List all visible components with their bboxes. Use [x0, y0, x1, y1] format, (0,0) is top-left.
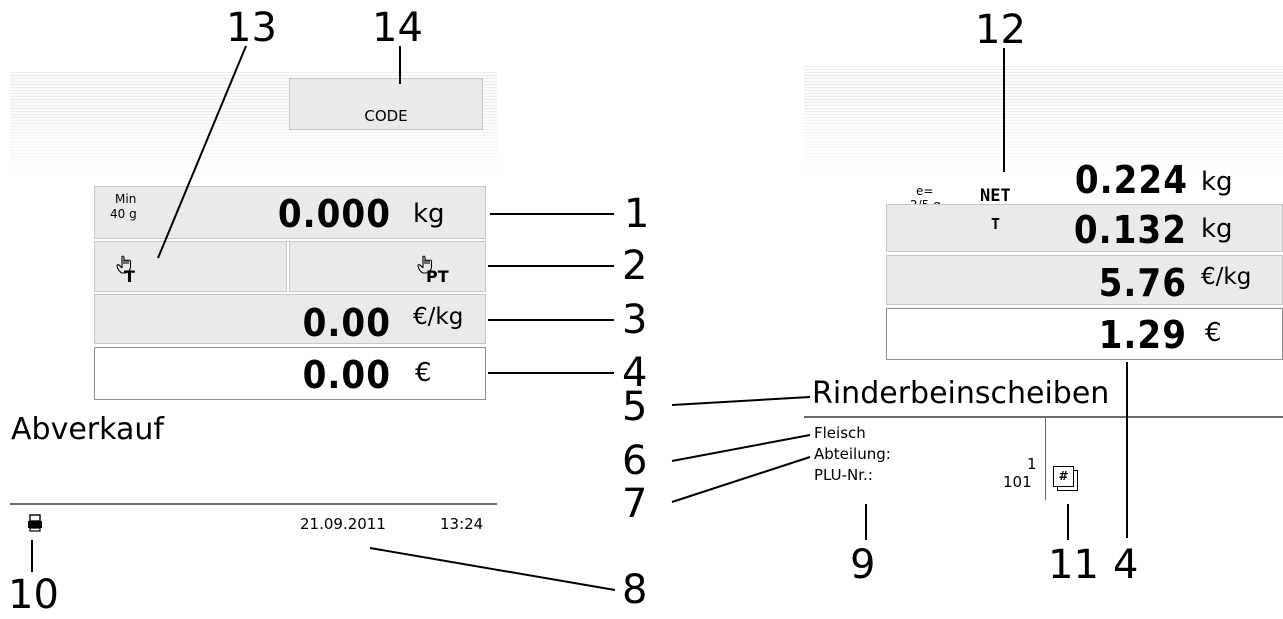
code-button-label: CODE: [364, 107, 408, 125]
preset-tare-key[interactable]: PT: [289, 241, 486, 292]
hash-key-button[interactable]: #: [1053, 466, 1078, 491]
price-unit: €: [415, 358, 432, 388]
tare-weight-display: T 0.132 kg: [886, 204, 1283, 252]
article-vertical-divider: [1045, 418, 1046, 500]
weight-value: 0.000: [277, 192, 391, 236]
tare-weight-unit: kg: [1201, 214, 1233, 244]
tare-key[interactable]: T: [94, 241, 287, 292]
unit-price-unit: €/kg: [413, 304, 464, 330]
price-display: 0.00 €: [94, 347, 486, 400]
unit-price-display: 0.00 €/kg: [94, 294, 486, 344]
callout-2: 2: [622, 243, 648, 289]
price-value-right: 1.29: [1098, 313, 1187, 357]
department-value: 1: [1027, 455, 1037, 473]
price-value: 0.00: [302, 353, 391, 397]
article-divider: [804, 416, 1283, 418]
status-bar-divider: [10, 503, 497, 505]
tare-label: T: [991, 215, 1001, 233]
min-label: Min: [115, 192, 137, 206]
plu-value: 101: [1003, 473, 1032, 491]
hash-key-face: #: [1053, 466, 1074, 487]
unit-price-value-right: 5.76: [1098, 261, 1187, 305]
status-time: 13:24: [440, 515, 484, 533]
group-name: Fleisch: [814, 424, 866, 442]
printer-icon[interactable]: [27, 514, 43, 532]
e-label: e=: [916, 184, 934, 198]
unit-price-value: 0.00: [302, 301, 391, 345]
hand-tare-icon: [113, 252, 143, 282]
hand-preset-tare-icon: [414, 252, 444, 282]
callout-5: 5: [622, 384, 648, 430]
callout-9: 9: [850, 542, 876, 588]
callout-13: 13: [226, 5, 277, 51]
callout-11: 11: [1048, 542, 1099, 588]
right-header-band: [804, 66, 1283, 176]
unit-price-display-right: 5.76 €/kg: [886, 255, 1283, 305]
tare-key-label: T: [124, 267, 135, 286]
weight-display: Min 40 g 0.000 kg: [94, 186, 486, 239]
mode-title: Abverkauf: [11, 412, 164, 447]
price-unit-right: €: [1205, 318, 1222, 348]
callout-1: 1: [624, 191, 650, 237]
min-value: 40 g: [110, 207, 137, 221]
net-weight-unit: kg: [1201, 167, 1233, 197]
net-label: NET: [980, 186, 1011, 206]
tare-weight-value: 0.132: [1073, 208, 1187, 252]
status-date: 21.09.2011: [300, 515, 386, 533]
code-button[interactable]: CODE: [289, 78, 483, 130]
callout-14: 14: [372, 5, 423, 51]
department-label: Abteilung:: [814, 445, 891, 463]
callout-7: 7: [622, 481, 648, 527]
unit-price-unit-right: €/kg: [1201, 264, 1252, 290]
callout-3: 3: [622, 297, 648, 343]
callout-6: 6: [622, 438, 648, 484]
callout-8: 8: [622, 567, 648, 613]
plu-label: PLU-Nr.:: [814, 466, 873, 484]
article-name: Rinderbeinscheiben: [812, 376, 1110, 411]
preset-tare-key-label: PT: [426, 267, 449, 286]
callout-10: 10: [8, 572, 59, 618]
callout-4-right: 4: [1113, 542, 1139, 588]
weight-unit: kg: [413, 199, 445, 229]
hash-key-label: #: [1058, 469, 1069, 483]
net-weight-value: 0.224: [1074, 158, 1188, 202]
callout-12: 12: [975, 7, 1026, 53]
price-display-right: 1.29 €: [886, 308, 1283, 360]
callout-4: 4: [622, 350, 648, 396]
